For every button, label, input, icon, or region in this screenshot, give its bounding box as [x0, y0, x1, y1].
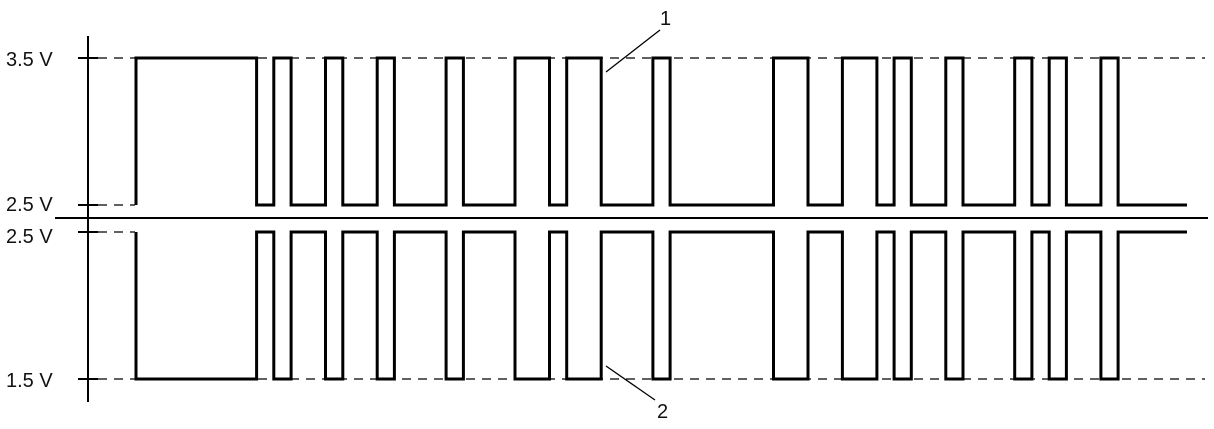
- callout-label-2: 2: [657, 401, 668, 423]
- callout-leader-2: [605, 365, 656, 401]
- label-3-5v: 3.5 V: [6, 49, 53, 71]
- label-2-5v-lower: 2.5 V: [6, 226, 53, 248]
- label-1-5v: 1.5 V: [6, 370, 53, 392]
- callout-label-1: 1: [660, 8, 671, 30]
- label-2-5v-upper: 2.5 V: [6, 194, 53, 216]
- callout-leader-1: [605, 29, 661, 73]
- signal-trace-1: [134, 56, 1187, 207]
- signal-trace-2: [134, 230, 1187, 381]
